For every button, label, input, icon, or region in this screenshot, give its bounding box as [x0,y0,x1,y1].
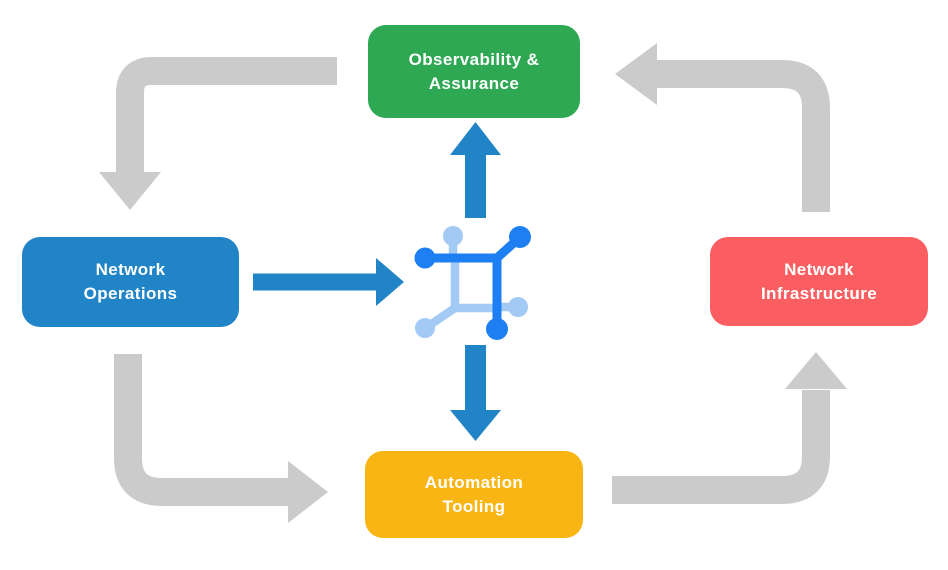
arrow-observability-to-operations [99,57,337,210]
arrow-automation-to-infrastructure [612,352,847,504]
arrow-head-right-icon [288,461,328,523]
node-label-line: Network [784,259,854,279]
arrow-shaft [114,354,290,506]
mesh-bottom-node [486,318,508,340]
arrow-operations-to-automation [114,354,328,523]
arrow-hub-to-observability [450,122,501,218]
arrow-shaft [116,57,337,174]
mesh-top-node [443,226,463,246]
arrow-operations-to-hub [253,258,404,306]
arrow-head-down-icon [450,410,501,441]
node-label-line: Infrastructure [760,283,878,303]
node-label-line: Tooling [442,496,506,516]
node-network-infrastructure: Network Infrastructure [710,237,928,326]
arrow-head-right-icon [376,258,404,306]
arrow-infrastructure-to-observability [615,43,830,212]
arrow-shaft [612,390,830,504]
mesh-bottom-right-node [508,297,528,317]
node-label-line: Network [95,260,166,279]
arrow-head-up-icon [450,122,501,155]
node-label-line: Observability & [408,49,540,69]
node-observability-assurance: Observability & Assurance [368,25,580,118]
node-automation-tooling: Automation Tooling [365,451,583,538]
arrow-hub-to-automation [450,345,501,441]
node-label-line: Automation [424,472,524,492]
mesh-bottom-left-node [415,318,435,338]
network-mesh-icon [414,226,531,340]
arrow-head-left-icon [615,43,657,105]
arrow-shaft [656,60,830,212]
arrow-head-down-icon [99,172,161,210]
mesh-left-node [414,247,436,269]
node-label-line: Operations [83,284,178,303]
node-label-line: Assurance [428,73,520,93]
arrow-head-up-icon [785,352,847,389]
node-network-operations: Network Operations [22,237,239,327]
mesh-top-right-node [509,226,531,248]
